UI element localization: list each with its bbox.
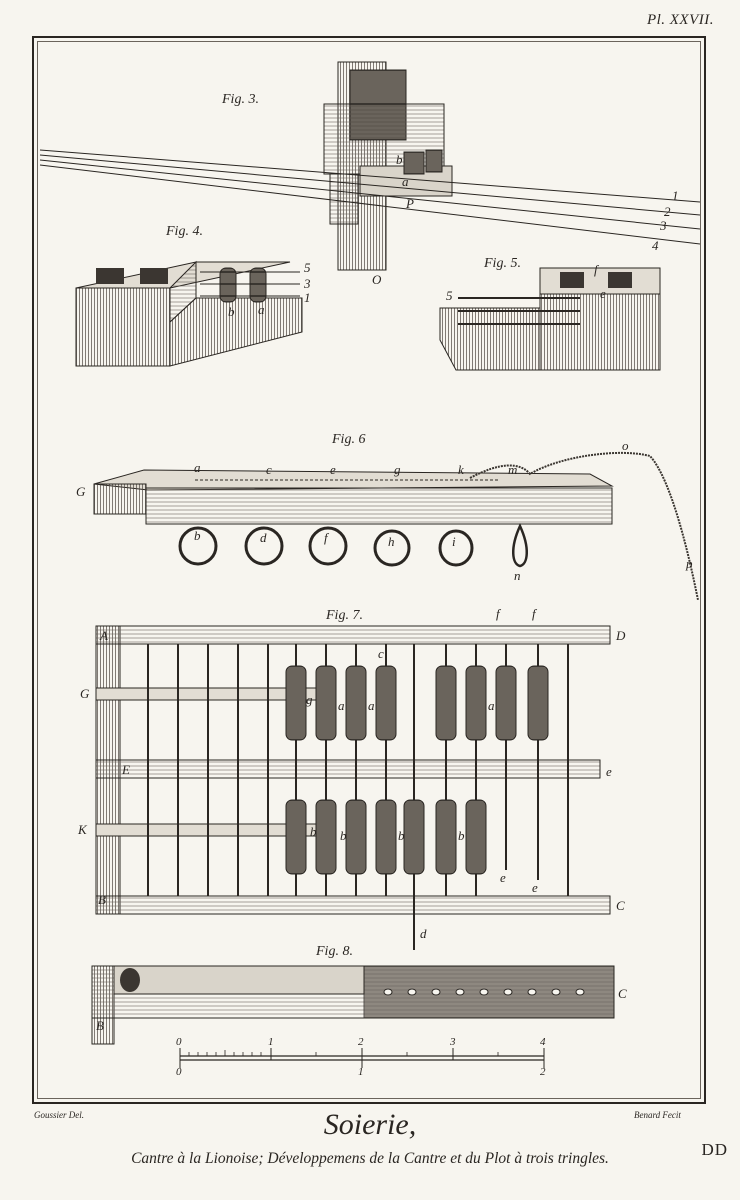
fig7-label-C: C: [616, 898, 625, 913]
fig6-title: Fig. 6: [332, 432, 366, 447]
fig7-label-b4: b: [458, 828, 465, 843]
fig6-label-m: m: [508, 462, 518, 477]
fig6-label-k: k: [458, 462, 464, 477]
fig7-label-c: c: [378, 646, 384, 661]
fig7-label-g: g: [306, 692, 313, 707]
credit-draughtsman: Goussier Del.: [34, 1110, 84, 1120]
fig3-drawing: [39, 61, 701, 271]
fig6-label-c: c: [266, 462, 272, 477]
fig4-drawing: [75, 260, 303, 367]
fig3-label-P: P: [406, 196, 414, 211]
fig4-title: Fig. 4.: [166, 224, 203, 239]
scale-bar: [179, 1048, 545, 1068]
scale-top-3: 3: [450, 1036, 456, 1048]
fig6-label-f: f: [324, 530, 328, 545]
fig7-label-a3: a: [488, 698, 495, 713]
scale-top-1: 1: [268, 1036, 274, 1048]
scale-top-4: 4: [540, 1036, 546, 1048]
fig7-label-f1: f: [496, 606, 500, 621]
fig3-title: Fig. 3.: [222, 92, 259, 107]
plate-number: Pl. XXVII.: [646, 12, 714, 28]
fig7-label-B: B: [98, 892, 106, 907]
fig6-label-b: b: [194, 528, 201, 543]
fig4-label-a: a: [258, 302, 265, 317]
plate-frame: [32, 36, 706, 1104]
fig4-label-3: 3: [304, 276, 311, 291]
fig3-label-a: a: [402, 174, 409, 189]
fig6-label-d: d: [260, 530, 267, 545]
fig6-label-o: o: [622, 438, 629, 453]
fig8-drawing: [91, 965, 615, 1045]
fig7-label-e-right: e: [606, 764, 612, 779]
fig6-label-p: p: [686, 556, 693, 571]
fig7-label-E: E: [122, 762, 130, 777]
fig5-label-5: 5: [446, 288, 453, 303]
plate-title: Soierie,: [323, 1108, 417, 1141]
fig3-label-O: O: [372, 272, 382, 287]
fig5-label-e: e: [600, 286, 606, 301]
fig7-label-d: d: [420, 926, 427, 941]
fig6-label-e: e: [330, 462, 336, 477]
scale-bottom-1: 1: [358, 1066, 364, 1078]
fig6-label-a: a: [194, 460, 201, 475]
fig6-drawing: [93, 451, 699, 601]
fig6-label-g: g: [394, 462, 401, 477]
fig7-label-b2: b: [340, 828, 347, 843]
fig7-drawing: [95, 625, 611, 950]
fig7-label-a2: a: [368, 698, 375, 713]
corner-mark: DD: [701, 1140, 728, 1159]
fig3-label-1: 1: [672, 188, 679, 203]
fig4-label-1: 1: [304, 290, 311, 305]
fig3-label-b: b: [396, 152, 403, 167]
fig3-label-3: 3: [660, 218, 667, 233]
scale-bottom-2: 2: [540, 1066, 546, 1078]
fig7-title: Fig. 7.: [326, 608, 363, 623]
fig7-label-K: K: [78, 822, 87, 837]
plate-subtitle: Cantre à la Lionoise; Développemens de l…: [131, 1150, 609, 1167]
scale-bottom-0: 0: [176, 1066, 182, 1078]
fig7-label-e2: e: [532, 880, 538, 895]
fig4-label-5: 5: [304, 260, 311, 275]
fig6-label-h: h: [388, 534, 395, 549]
fig6-label-n: n: [514, 568, 521, 583]
fig7-label-f2: f: [532, 606, 536, 621]
fig6-label-G: G: [76, 484, 86, 499]
fig5-drawing: [439, 267, 661, 371]
fig7-label-A: A: [100, 628, 108, 643]
credit-engraver: Benard Fecit: [634, 1110, 681, 1120]
fig7-label-b3: b: [398, 828, 405, 843]
fig7-label-e1: e: [500, 870, 506, 885]
fig4-label-b: b: [228, 304, 235, 319]
scale-top-2: 2: [358, 1036, 364, 1048]
fig6-label-i: i: [452, 534, 456, 549]
fig7-label-G: G: [80, 686, 90, 701]
fig8-label-C: C: [618, 986, 627, 1001]
scale-top-0: 0: [176, 1036, 182, 1048]
fig5-label-f: f: [594, 262, 598, 277]
fig8-title: Fig. 8.: [316, 944, 353, 959]
fig8-label-B: B: [96, 1018, 104, 1033]
fig5-title: Fig. 5.: [484, 256, 521, 271]
fig7-label-a1: a: [338, 698, 345, 713]
fig3-label-2: 2: [664, 204, 671, 219]
fig7-label-D: D: [616, 628, 626, 643]
fig7-label-b1: b: [310, 824, 317, 839]
fig3-label-4: 4: [652, 238, 659, 253]
